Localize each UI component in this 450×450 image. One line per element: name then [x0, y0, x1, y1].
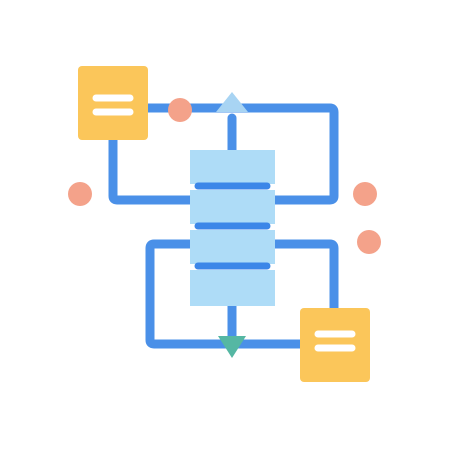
bottom-left-loop	[145, 239, 305, 349]
dot-decoration	[168, 98, 192, 122]
top-right-loop	[141, 103, 339, 205]
note-icon	[78, 66, 148, 140]
note-top-left	[78, 66, 148, 140]
dot-decoration	[68, 182, 92, 206]
stack-block-4	[190, 270, 275, 306]
stack-block-2	[190, 190, 275, 224]
bottom-right-loop	[270, 239, 339, 315]
stack-block-1	[190, 150, 275, 184]
arrow-down-icon	[218, 336, 246, 358]
top-left-loop	[108, 135, 195, 205]
dot-decoration	[357, 230, 381, 254]
database-stack-icon	[190, 150, 275, 306]
note-icon	[300, 308, 370, 382]
dot-decoration	[353, 182, 377, 206]
connector-lines	[108, 103, 339, 349]
arrow-up-icon	[216, 92, 248, 112]
stack-block-3	[190, 230, 275, 264]
dot-decorations	[68, 98, 381, 254]
